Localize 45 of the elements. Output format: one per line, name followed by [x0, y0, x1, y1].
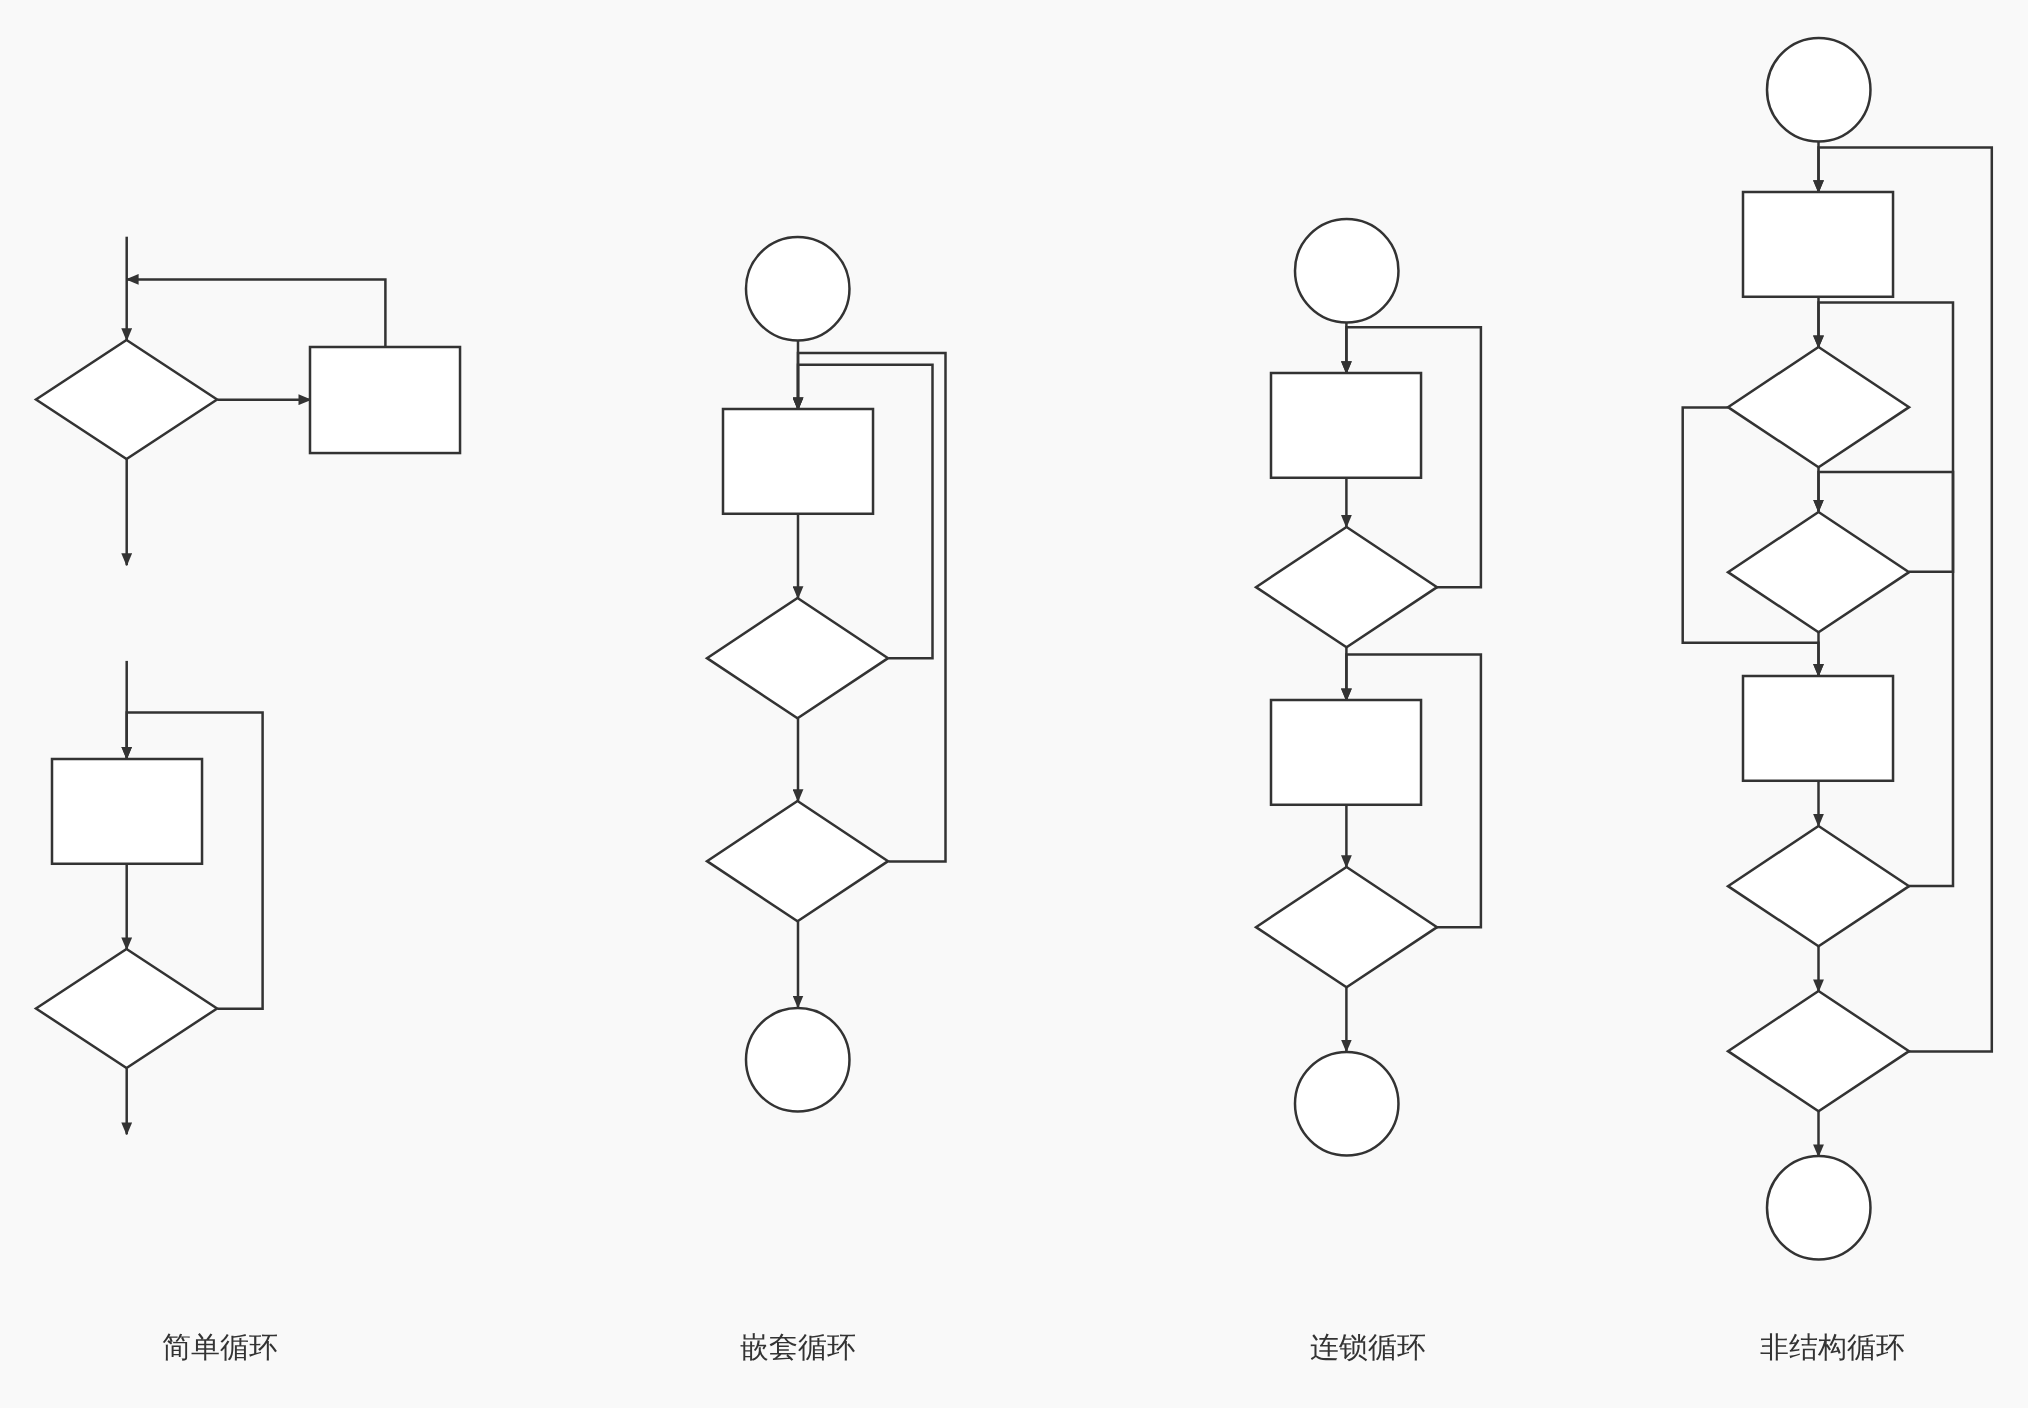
decision-diamond [34, 338, 220, 462]
process-box [308, 344, 463, 455]
arrow [121, 459, 133, 567]
decision-diamond [1725, 823, 1911, 949]
arrow [121, 236, 133, 342]
decision-diamond [1253, 525, 1439, 650]
process-box [1269, 371, 1424, 480]
arrow [792, 514, 804, 600]
decision-diamond [705, 799, 891, 924]
process-box [1741, 190, 1896, 299]
terminal-circle [744, 1005, 852, 1113]
arrow [121, 1068, 133, 1136]
arrow [1813, 946, 1824, 993]
arrow [1813, 301, 1955, 888]
arrow [1341, 805, 1352, 869]
arrow [1341, 325, 1483, 589]
arrow [1813, 470, 1955, 573]
arrow [1341, 653, 1483, 929]
terminal-circle [1764, 1154, 1873, 1262]
process-box [49, 756, 204, 866]
arrow [1341, 477, 1352, 529]
decision-diamond [1253, 865, 1439, 990]
arrow [121, 711, 264, 1011]
caption: 简单循环 [161, 1329, 278, 1367]
arrow [125, 274, 387, 347]
terminal-circle [1292, 1049, 1401, 1157]
caption: 连锁循环 [1310, 1329, 1427, 1367]
decision-diamond [1725, 509, 1911, 634]
arrow [792, 351, 947, 863]
caption: 非结构循环 [1760, 1329, 1906, 1367]
arrow [792, 718, 804, 803]
arrow [121, 863, 133, 951]
terminal-circle [1764, 35, 1873, 143]
terminal-circle [1292, 216, 1401, 325]
process-box [1269, 698, 1424, 808]
process-box [721, 407, 875, 517]
decision-diamond [1725, 989, 1911, 1114]
arrow [1813, 780, 1824, 827]
decision-diamond [1725, 345, 1911, 470]
terminal-circle [744, 234, 852, 343]
process-box [1741, 673, 1896, 783]
decision-diamond [705, 596, 891, 721]
decision-diamond [34, 947, 220, 1071]
arrow [1813, 146, 1994, 1053]
caption: 嵌套循环 [740, 1329, 856, 1367]
